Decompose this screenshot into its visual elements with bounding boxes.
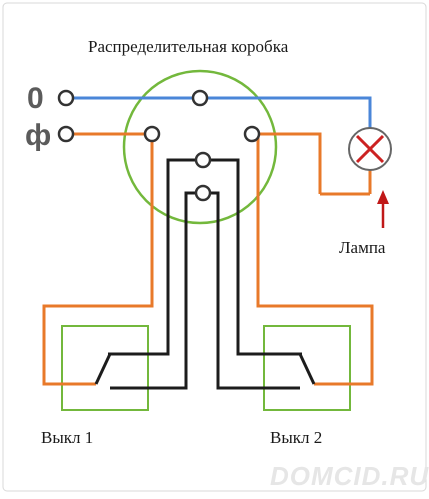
watermark: DOMCID.RU	[270, 461, 429, 491]
junction-box	[122, 69, 278, 225]
junction-node-neutral	[191, 89, 209, 107]
switch-2-label: Выкл 2	[270, 428, 322, 447]
traveler-2b	[203, 191, 300, 390]
lamp-label: Лампа	[339, 238, 386, 257]
neutral-terminal-label: 0	[27, 82, 44, 115]
switch-1-box	[61, 325, 149, 411]
switch-2-box	[263, 325, 351, 411]
lamp-wire-switch2	[256, 132, 374, 386]
neutral-terminal-icon	[57, 89, 75, 107]
switch-1-label: Выкл 1	[41, 428, 93, 447]
junction-node-traveler-1	[194, 151, 212, 169]
lamp-arrow-head	[377, 190, 389, 204]
phase-terminal-icon	[57, 125, 75, 143]
lamp-cross-b	[355, 134, 385, 164]
traveler-2a	[203, 158, 302, 356]
junction-box-label: Распределительная коробка	[88, 37, 289, 56]
switch-2-lever	[298, 353, 316, 385]
neutral-wire	[74, 96, 372, 128]
junction-node-traveler-2	[194, 184, 212, 202]
diagram-frame	[2, 2, 427, 492]
traveler-1a	[108, 158, 203, 356]
junction-node-phase	[143, 125, 161, 143]
switch-1-lever	[94, 353, 112, 385]
traveler-1b	[110, 191, 203, 390]
junction-node-lamp	[243, 125, 261, 143]
phase-wire-switch1	[42, 132, 154, 386]
phase-terminal-label: ф	[25, 119, 51, 152]
